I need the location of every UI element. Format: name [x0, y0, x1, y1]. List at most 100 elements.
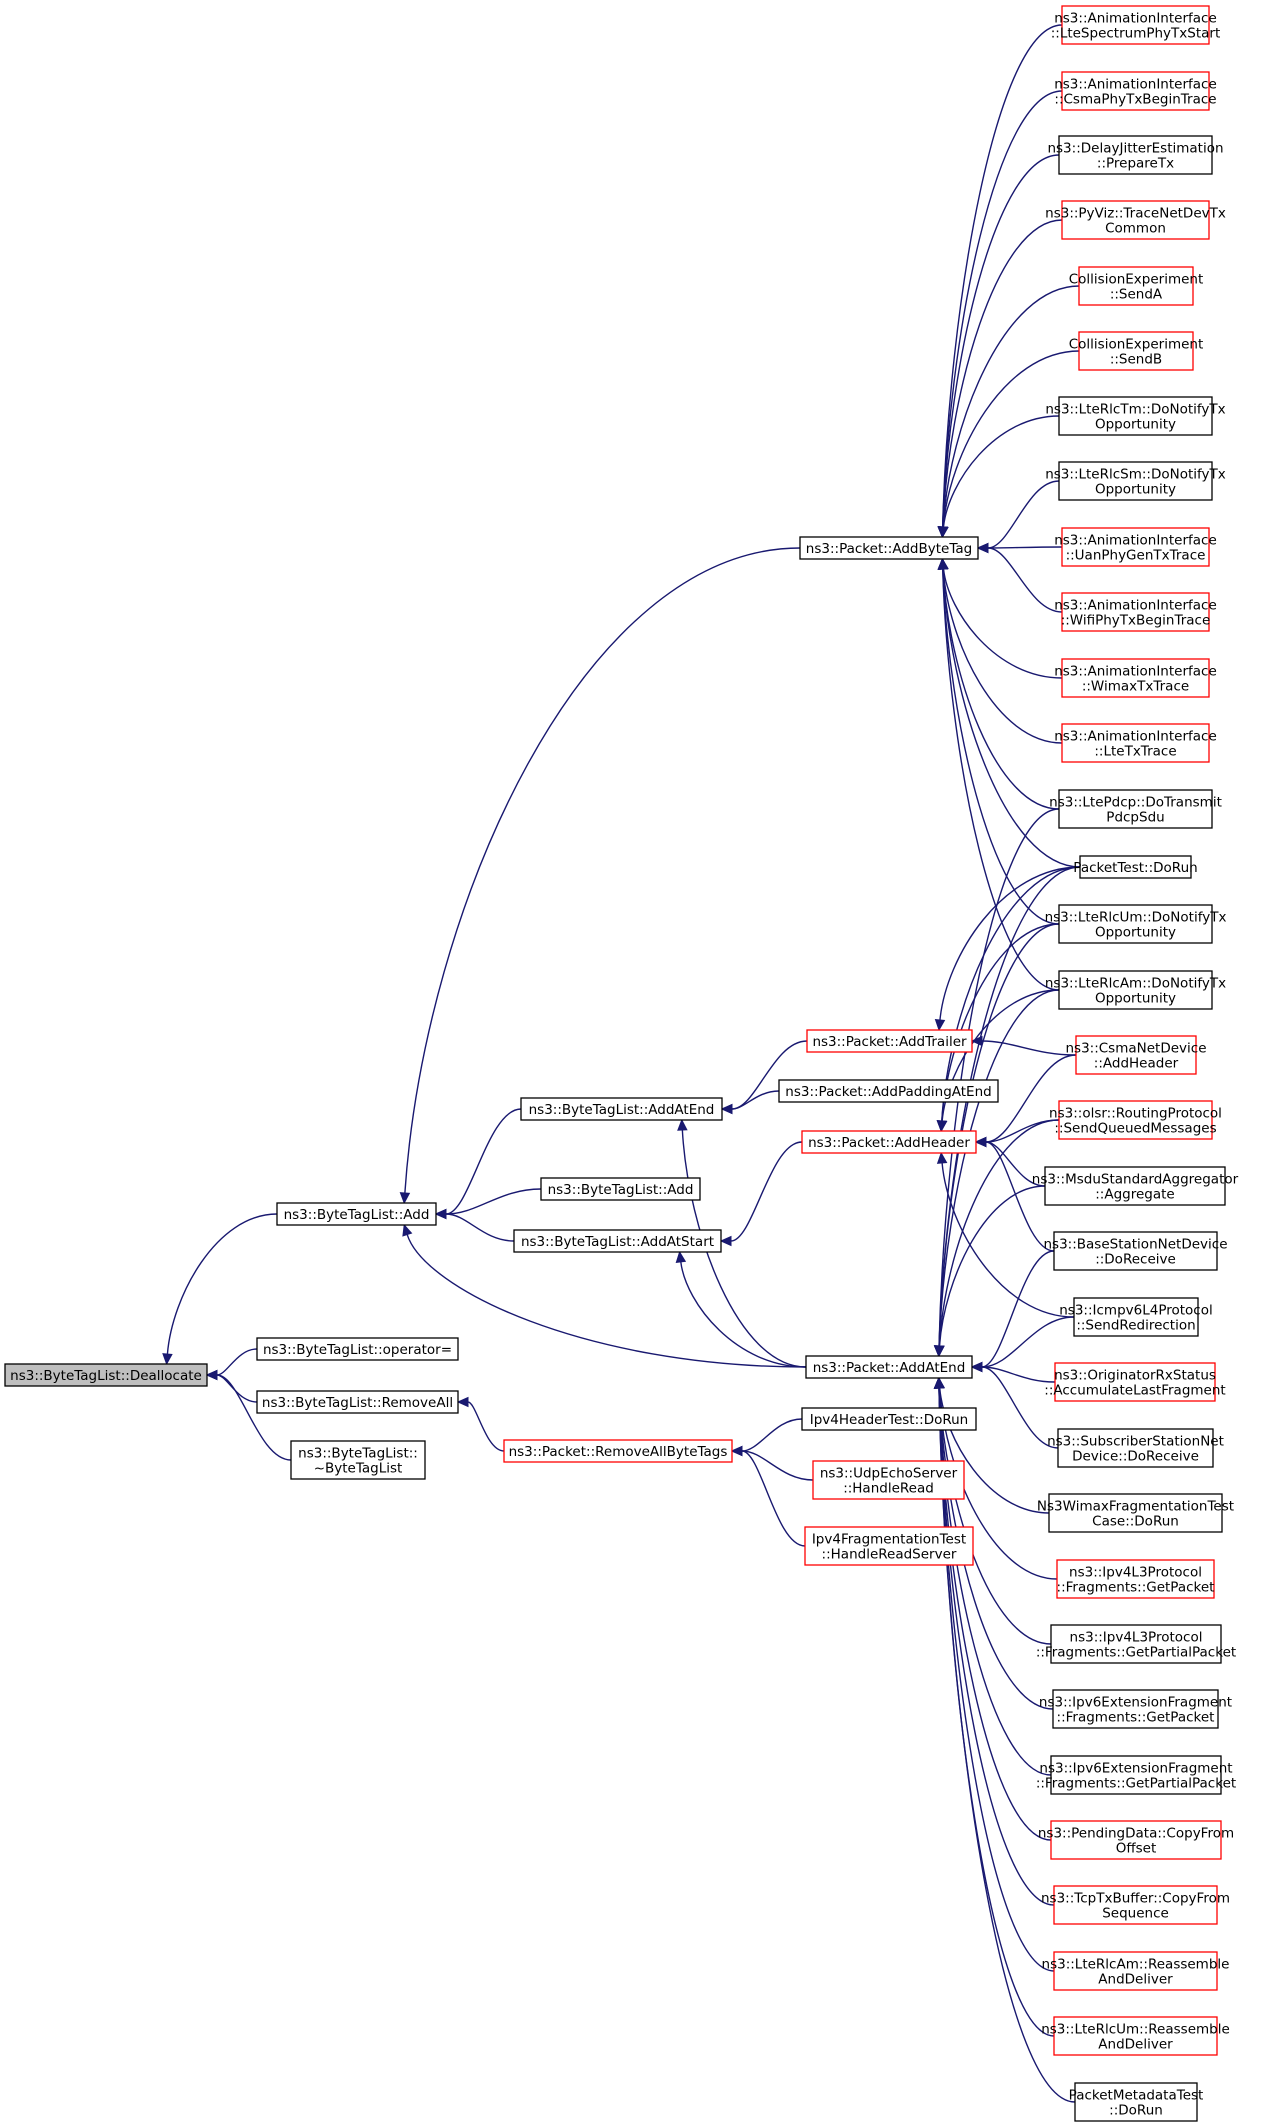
node-r-anim-uan[interactable]: ns3::AnimationInterface::UanPhyGenTxTrac… [1054, 527, 1217, 567]
nodes-layer: ns3::ByteTagList::Deallocatens3::ByteTag… [4, 5, 1239, 2122]
node-ipv4headertest[interactable]: Ipv4HeaderTest::DoRun [801, 1407, 977, 1431]
node-pkt-addbytetag[interactable]: ns3::Packet::AddByteTag [799, 536, 979, 560]
node-r-icmpv6[interactable]: ns3::Icmpv6L4Protocol::SendRedirection [1059, 1297, 1213, 1337]
node-box [1073, 1297, 1199, 1337]
node-box [804, 1526, 974, 1566]
node-box [1056, 1559, 1215, 1599]
node-box [1075, 1035, 1197, 1075]
node-box [1061, 527, 1210, 567]
node-box [1061, 723, 1210, 763]
node-r-ipv4l3-get[interactable]: ns3::Ipv4L3Protocol::Fragments::GetPacke… [1056, 1559, 1215, 1599]
node-r-pktmeta[interactable]: PacketMetadataTest::DoRun [1069, 2082, 1204, 2122]
node-box [1074, 2082, 1198, 2122]
node-label: ns3::LteRlcAm::DoNotifyTx [1045, 976, 1226, 992]
node-label: ::UanPhyGenTxTrace [1066, 548, 1206, 564]
node-label: ns3::LteRlcUm::DoNotifyTx [1045, 910, 1227, 926]
node-btl-addatend[interactable]: ns3::ByteTagList::AddAtEnd [520, 1097, 723, 1121]
node-r-originator[interactable]: ns3::OriginatorRxStatus::AccumulateLastF… [1044, 1362, 1226, 1402]
node-label: ns3::AnimationInterface [1054, 533, 1217, 549]
node-box [1048, 1493, 1223, 1533]
edges-layer [162, 24, 1081, 2103]
edge-r-rlcsm-to-pkt-addbytetag [976, 480, 1060, 554]
node-btl-dtor[interactable]: ns3::ByteTagList::~ByteTagList [290, 1440, 426, 1480]
node-label: ::Fragments::GetPartialPacket [1036, 1776, 1236, 1792]
edge-r-anim-ltespec-to-pkt-addbytetag [937, 24, 1063, 539]
node-r-anim-wimax[interactable]: ns3::AnimationInterface::WimaxTxTrace [1054, 658, 1217, 698]
node-label: ::WifiPhyTxBeginTrace [1061, 613, 1211, 629]
edge-r-rlcam-tx-to-pkt-addbytetag [937, 557, 1060, 991]
node-label: ns3::ByteTagList::operator= [263, 1342, 452, 1358]
node-box [540, 1177, 701, 1201]
node-box [1061, 200, 1210, 240]
edge-r-pdcp-to-pkt-addbytetag [937, 557, 1060, 810]
node-label: ::HandleReadServer [822, 1547, 957, 1563]
node-label: ::LteTxTrace [1094, 744, 1176, 760]
node-btl-removeall[interactable]: ns3::ByteTagList::RemoveAll [256, 1390, 459, 1414]
node-r-collb[interactable]: CollisionExperiment::SendB [1069, 331, 1204, 371]
node-label: ::SendQueuedMessages [1054, 1121, 1216, 1137]
node-btl-add2[interactable]: ns3::ByteTagList::Add [540, 1177, 701, 1201]
node-udpecho[interactable]: ns3::UdpEchoServer::HandleRead [812, 1460, 965, 1500]
node-box [1058, 904, 1213, 944]
node-label: ns3::ByteTagList:: [298, 1446, 418, 1462]
edge-btl-dtor-to-root [205, 1369, 292, 1461]
node-r-ssnd[interactable]: ns3::SubscriberStationNetDevice::DoRecei… [1047, 1428, 1224, 1468]
node-label: ns3::ByteTagList::Add [548, 1182, 694, 1198]
node-label: AndDeliver [1098, 1972, 1173, 1988]
node-label: ns3::LteRlcTm::DoNotifyTx [1045, 402, 1225, 418]
node-label: ns3::Packet::AddByteTag [806, 541, 972, 557]
node-r-packettest[interactable]: PacketTest::DoRun [1073, 855, 1198, 879]
node-r-anim-lte[interactable]: ns3::AnimationInterface::LteTxTrace [1054, 723, 1217, 763]
node-r-anim-csma[interactable]: ns3::AnimationInterface::CsmaPhyTxBeginT… [1054, 71, 1217, 111]
node-r-delayjitter[interactable]: ns3::DelayJitterEstimation::PrepareTx [1047, 135, 1224, 175]
node-label: ns3::AnimationInterface [1054, 11, 1217, 27]
node-label: ns3::Packet::AddTrailer [812, 1034, 967, 1050]
node-r-ipv4l3-partial[interactable]: ns3::Ipv4L3Protocol::Fragments::GetParti… [1036, 1624, 1236, 1664]
node-btl-add[interactable]: ns3::ByteTagList::Add [276, 1202, 437, 1226]
node-btl-opeq[interactable]: ns3::ByteTagList::operator= [256, 1337, 459, 1361]
node-pkt-addpaddingatend[interactable]: ns3::Packet::AddPaddingAtEnd [778, 1079, 999, 1103]
node-label: ns3::ByteTagList::RemoveAll [262, 1395, 453, 1411]
node-box [1058, 135, 1213, 175]
node-box [1058, 461, 1213, 501]
node-label: ns3::Ipv4L3Protocol [1070, 1630, 1203, 1646]
node-r-msdu[interactable]: ns3::MsduStandardAggregator::Aggregate [1032, 1166, 1239, 1206]
node-r-ipv6ext-get[interactable]: ns3::Ipv6ExtensionFragment::Fragments::G… [1039, 1689, 1232, 1729]
edge-btl-addatend-to-btl-add [434, 1108, 522, 1220]
node-r-bsnd[interactable]: ns3::BaseStationNetDevice::DoReceive [1043, 1231, 1228, 1271]
node-r-anim-ltespec[interactable]: ns3::AnimationInterface::LteSpectrumPhyT… [1051, 5, 1221, 45]
edge-pkt-addatend-to-btl-add [402, 1223, 807, 1368]
node-pkt-addtrailer[interactable]: ns3::Packet::AddTrailer [806, 1029, 973, 1053]
node-r-csma-addheader[interactable]: ns3::CsmaNetDevice::AddHeader [1065, 1035, 1207, 1075]
node-label: ns3::AnimationInterface [1054, 664, 1217, 680]
edge-pkt-addpaddingatend-to-btl-addatend [720, 1090, 780, 1115]
node-root[interactable]: ns3::ByteTagList::Deallocate [4, 1363, 208, 1387]
node-box [1057, 1428, 1214, 1468]
node-r-colla[interactable]: CollisionExperiment::SendA [1069, 266, 1204, 306]
node-pkt-addheader[interactable]: ns3::Packet::AddHeader [801, 1130, 977, 1154]
node-r-anim-wifi[interactable]: ns3::AnimationInterface::WifiPhyTxBeginT… [1054, 592, 1217, 632]
node-r-ipv6ext-partial[interactable]: ns3::Ipv6ExtensionFragment::Fragments::G… [1036, 1755, 1236, 1795]
node-label: ::Fragments::GetPacket [1057, 1710, 1215, 1726]
node-ipv4fragtest[interactable]: Ipv4FragmentationTest::HandleReadServer [804, 1526, 974, 1566]
node-label: PacketMetadataTest [1069, 2088, 1204, 2104]
node-box [1061, 592, 1210, 632]
node-r-olsr[interactable]: ns3::olsr::RoutingProtocol::SendQueuedMe… [1049, 1100, 1222, 1140]
node-btl-addatstart[interactable]: ns3::ByteTagList::AddAtStart [513, 1229, 722, 1253]
node-pkt-addatend[interactable]: ns3::Packet::AddAtEnd [805, 1355, 973, 1379]
node-pkt-removeallbytetags[interactable]: ns3::Packet::RemoveAllByteTags [503, 1439, 733, 1463]
node-label: Offset [1116, 1841, 1157, 1857]
node-box [1054, 1362, 1216, 1402]
